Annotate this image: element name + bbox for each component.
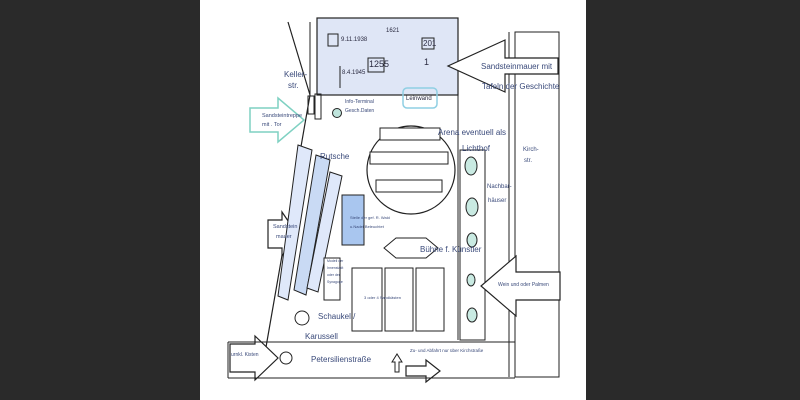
label-sandsteintreppe-1: Sandsteintreppe: [262, 113, 303, 119]
leinwand-box: [402, 87, 438, 109]
tree-3: [466, 232, 478, 248]
right-column: [459, 149, 486, 341]
tree-1: [464, 156, 478, 176]
label-number-1255: 1255: [369, 59, 390, 69]
buehne-hexagon: [383, 237, 439, 259]
rutsche-slide-1: [277, 144, 313, 301]
sandbox-1: [351, 267, 383, 332]
urnen-circle: [279, 351, 293, 365]
tree-5: [466, 307, 478, 323]
arrow-urnen: [229, 334, 279, 382]
arrow-up-small: [391, 353, 403, 373]
arrow-zufahrt: [405, 358, 441, 384]
label-sandsteinmauer-1: Sandsteinmauer mit: [481, 62, 553, 71]
label-urnen: urnkl. Kisten: [231, 352, 259, 358]
label-blue-box-1: Stelle der gef. R. Wald: [350, 215, 390, 220]
label-kirchstr-2: str.: [524, 158, 533, 164]
sandbox-3: [415, 267, 445, 332]
label-sandsteintreppe-2: mit . Tor: [262, 122, 282, 128]
label-number-1: 1: [424, 57, 430, 67]
label-leinwand: Leinwand: [406, 96, 432, 102]
gate-post-2: [314, 93, 322, 120]
label-blue-box-2: u.Nadel Beleuchtet: [350, 224, 384, 229]
rutsche-slide-2: [293, 154, 331, 296]
label-modell-1: Modell der: [327, 259, 344, 263]
tree-4: [466, 273, 476, 287]
label-rutsche: Rutsche: [320, 152, 350, 161]
box-201: [421, 37, 435, 50]
arrow-sandsteintreppe: [249, 96, 306, 144]
label-info-terminal-2: Gesch.Daten: [345, 108, 375, 114]
info-terminal-marker: [332, 108, 342, 118]
label-keller-str-2: str.: [288, 81, 299, 90]
label-buehne: Bühne f. Künstler: [420, 245, 482, 254]
label-sandsteinmauer-left-2: mauer: [276, 234, 292, 240]
label-date-1938: 9.11.1938: [341, 37, 368, 43]
label-number-1621: 1621: [386, 28, 400, 34]
label-zufahrt: Zu- und Abfahrt nur über Kirchstraße: [410, 348, 484, 353]
arrow-sandsteinmauer-right: [446, 39, 559, 93]
label-arena-2: Lichthof: [462, 144, 491, 153]
label-schaukel-2: Karussell: [305, 332, 338, 341]
label-boxes-caption: 3 oder 4 Sandkästen: [364, 295, 401, 300]
label-modell-3: oder der: [327, 273, 341, 277]
label-wein-palmen: Wein und oder Palmen: [498, 282, 549, 288]
label-petersilienstrasse: Petersilienstraße: [311, 355, 372, 364]
schaukel-circle: [294, 310, 310, 326]
box-1255: [367, 57, 385, 73]
modell-box: [323, 257, 341, 301]
sandbox-2: [384, 267, 414, 332]
right-margin: [586, 0, 800, 400]
arena-bar-3: [375, 179, 443, 193]
label-date-1945: 8.4.1945: [342, 70, 366, 76]
left-margin: [0, 0, 200, 400]
label-keller-str-1: Keller-: [284, 70, 308, 79]
arena-bar-1: [379, 127, 441, 141]
rutsche-slide-3: [306, 171, 343, 293]
small-square-1938: [327, 33, 339, 47]
label-kirchstr-1: Kirch-: [523, 147, 539, 153]
label-nachbarhaeuser-1: Nachbar-: [487, 184, 512, 190]
label-sandsteinmauer-2: Tafeln der Geschichte: [482, 82, 560, 91]
blue-box: [341, 194, 365, 246]
label-nachbarhaeuser-2: häuser: [488, 198, 507, 204]
arrow-wein-palmen: [480, 254, 561, 318]
tree-2: [465, 197, 479, 217]
label-info-terminal-1: Info-Terminal: [345, 99, 374, 105]
label-modell-4: Synagoge: [327, 280, 343, 284]
gate-post-1: [307, 95, 315, 115]
kirchstr-strip: [514, 31, 560, 378]
label-number-201: 201: [423, 39, 437, 48]
label-arena-1: Arena eventuell als: [438, 128, 507, 137]
label-schaukel-1: Schaukel /: [318, 312, 356, 321]
arena-bar-2: [369, 151, 449, 165]
label-sandsteinmauer-left-1: Sandstein: [273, 224, 298, 230]
label-modell-2: Innenstadt: [327, 266, 344, 270]
